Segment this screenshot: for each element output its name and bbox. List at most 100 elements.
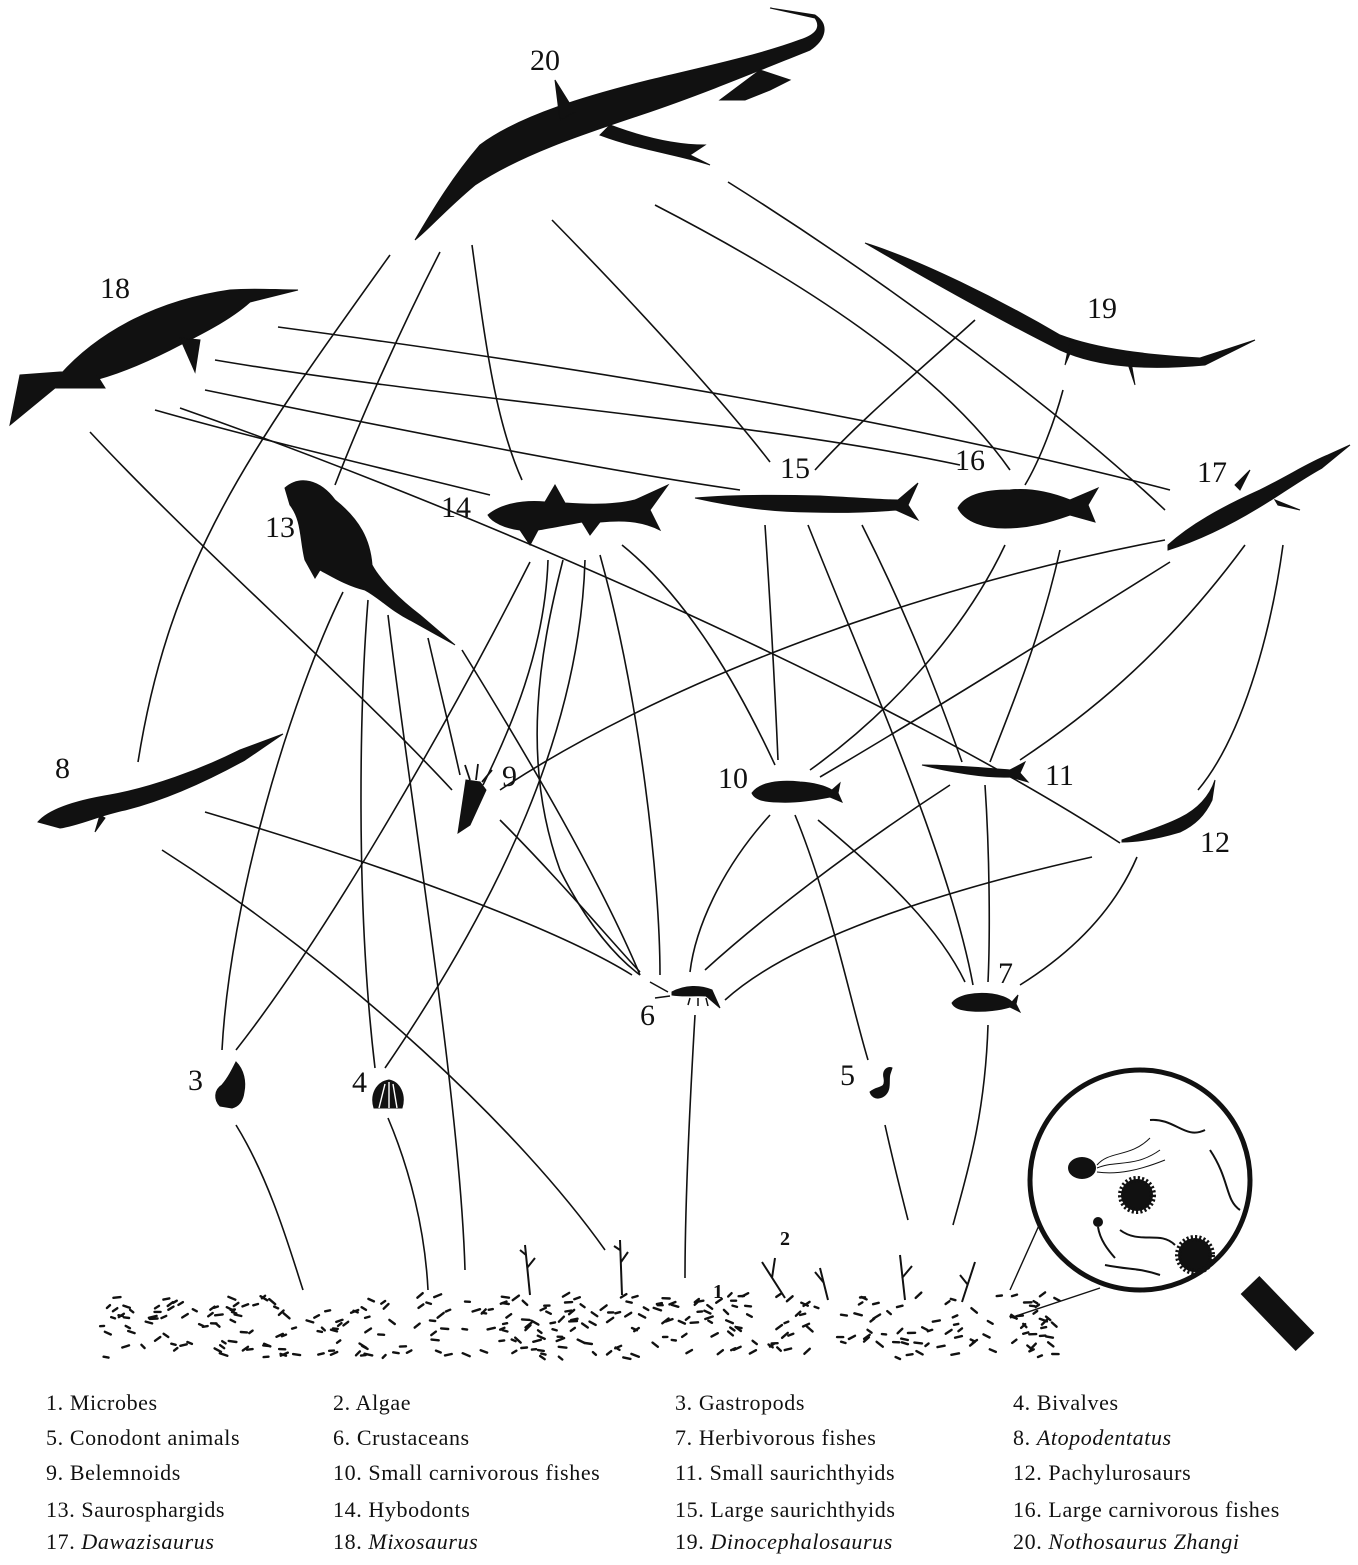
conodont-icon [869, 1067, 893, 1099]
legend-item: 15. Large saurichthyids [675, 1497, 896, 1523]
link-15-10 [764, 524, 779, 761]
legend-item: 8. Atopodentatus [1013, 1425, 1172, 1451]
legend-item: 20. Nothosaurus Zhangi [1013, 1529, 1240, 1555]
legend-item-number: 19. [675, 1529, 705, 1554]
link-20-17 [727, 181, 1166, 511]
node-label-13: 13 [265, 511, 295, 544]
link-15-11 [861, 524, 963, 763]
link-18-14 [154, 409, 491, 496]
legend-item-number: 20. [1013, 1529, 1043, 1554]
node-label-16: 16 [955, 444, 985, 477]
legend-item-name: Microbes [69, 1390, 158, 1415]
legend-item-number: 17. [46, 1529, 76, 1554]
node-label-8: 8 [55, 752, 70, 785]
mixosaurus-icon [9, 288, 299, 427]
legend-item-name: Small saurichthyids [709, 1460, 896, 1485]
link-18-15 [204, 389, 741, 491]
link-14-6b [536, 559, 641, 976]
legend-item-number: 1. [46, 1390, 64, 1415]
legend-item-number: 7. [675, 1425, 693, 1450]
legend-item-number: 9. [46, 1460, 64, 1485]
link-12-6 [724, 856, 1093, 1001]
node-label-4: 4 [352, 1066, 367, 1099]
legend-item: 4. Bivalves [1013, 1390, 1119, 1416]
belemnoid-icon [457, 763, 493, 835]
link-14-4 [384, 559, 586, 1069]
small-carnivorous-fish-icon [751, 780, 843, 803]
link-14-3 [235, 561, 531, 1051]
gastropod-icon [215, 1061, 246, 1109]
node-label-5: 5 [840, 1059, 855, 1092]
legend-item-number: 5. [46, 1425, 64, 1450]
legend-item-number: 8. [1013, 1425, 1031, 1450]
legend-item-number: 15. [675, 1497, 705, 1522]
link-9-6 [499, 819, 641, 973]
node-label-6: 6 [640, 999, 655, 1032]
link-17-9 [499, 539, 1166, 791]
link-14-9 [482, 559, 549, 786]
link-13-3 [221, 591, 344, 1051]
legend-item: 12. Pachylurosaurs [1013, 1460, 1191, 1486]
node-label-10: 10 [718, 762, 748, 795]
link-13-1 [387, 614, 466, 1271]
legend-item: 7. Herbivorous fishes [675, 1425, 876, 1451]
legend-item-name: Saurosphargids [81, 1497, 226, 1522]
link-10-7 [817, 819, 966, 983]
hybodont-icon [487, 483, 670, 546]
atopodentatus-icon [37, 733, 284, 833]
legend-item-name: Gastropods [698, 1390, 806, 1415]
legend-item-name: Large carnivorous fishes [1048, 1497, 1280, 1522]
link-19-16 [1024, 389, 1064, 486]
link-7-2 [952, 1024, 989, 1226]
link-20-8 [137, 254, 391, 763]
legend-item-name: Crustaceans [356, 1425, 470, 1450]
legend-item-name: Algae [355, 1390, 412, 1415]
link-14-6 [599, 554, 661, 976]
herbivorous-fish-icon [951, 992, 1022, 1014]
link-4-1 [387, 1117, 429, 1291]
legend-item: 17. Dawazisaurus [46, 1529, 215, 1555]
node-label-1: 1 [713, 1281, 723, 1303]
legend-item-name: Pachylurosaurs [1048, 1460, 1192, 1485]
legend-item-number: 11. [675, 1460, 704, 1485]
link-17-11 [1019, 544, 1246, 761]
link-17-12 [1197, 544, 1284, 791]
link-16-11 [989, 549, 1061, 763]
organisms [9, 7, 1351, 1109]
node-label-2: 2 [780, 1228, 790, 1250]
legend-item-name: Hybodonts [368, 1497, 471, 1522]
node-label-19: 19 [1087, 292, 1117, 325]
node-label-14: 14 [441, 491, 471, 524]
node-label-12: 12 [1200, 826, 1230, 859]
legend-item-number: 14. [333, 1497, 363, 1522]
link-20-15 [551, 219, 771, 463]
legend-item-name: Herbivorous fishes [698, 1425, 877, 1450]
node-label-15: 15 [780, 452, 810, 485]
legend-item-name: Dinocephalosaurus [710, 1529, 893, 1554]
legend-item: 2. Algae [333, 1390, 411, 1416]
node-label-17: 17 [1197, 456, 1227, 489]
link-3-1 [235, 1124, 304, 1291]
small-saurichthyid-icon [921, 760, 1030, 783]
large-carnivorous-fish-icon [957, 486, 1100, 529]
link-13-9 [427, 637, 461, 776]
magnifier-icon [1009, 1067, 1315, 1352]
legend-item-number: 10. [333, 1460, 363, 1485]
legend-item: 19. Dinocephalosaurus [675, 1529, 893, 1555]
link-15-7 [807, 524, 974, 986]
legend-item-name: Dawazisaurus [81, 1529, 215, 1554]
legend-item-number: 18. [333, 1529, 363, 1554]
legend-item: 10. Small carnivorous fishes [333, 1460, 600, 1486]
algae-icons [519, 1239, 976, 1303]
saurosphargid-icon [284, 480, 456, 646]
legend-item-name: Conodont animals [69, 1425, 241, 1450]
legend-item: 1. Microbes [46, 1390, 158, 1416]
link-11-7 [984, 784, 991, 983]
node-label-20: 20 [530, 44, 560, 77]
legend-item-name: Small carnivorous fishes [368, 1460, 601, 1485]
sediment-dashes [98, 1291, 1061, 1361]
large-saurichthyid-icon [694, 482, 920, 522]
dinocephalosaurus-icon [864, 242, 1256, 386]
legend-item-name: Bivalves [1036, 1390, 1119, 1415]
